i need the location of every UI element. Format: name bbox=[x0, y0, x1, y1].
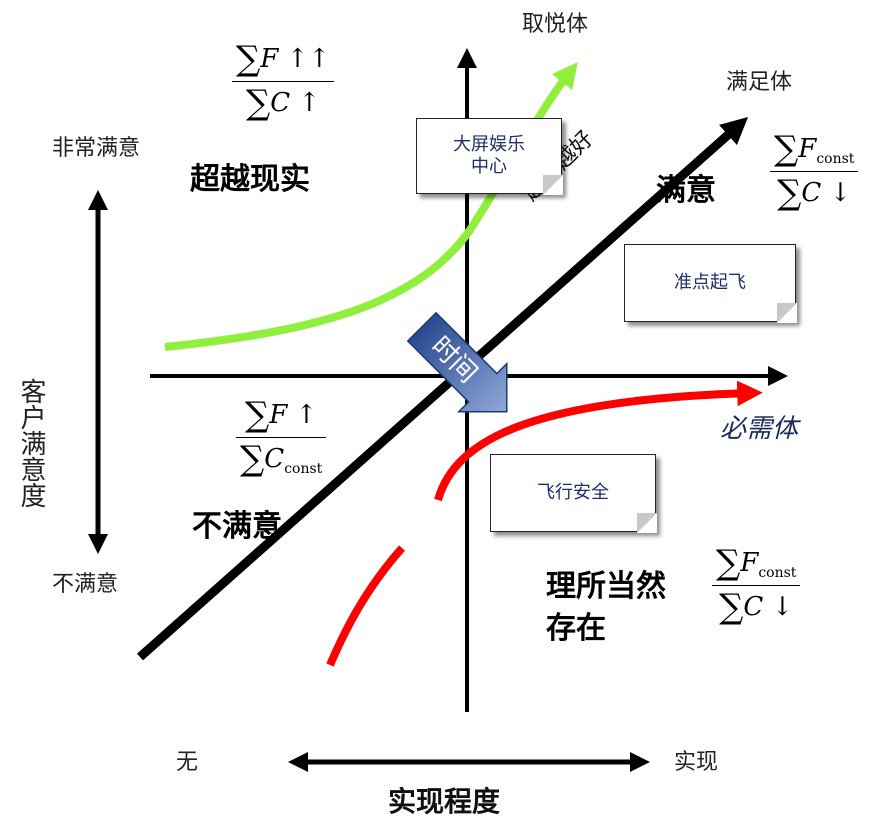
must-be-label: 必需体 bbox=[720, 414, 799, 444]
formula-center-denominator: ∑Cconst bbox=[240, 439, 323, 480]
x-right-label: 实现 bbox=[674, 750, 719, 775]
x-left-label: 无 bbox=[176, 750, 199, 775]
formula-performance-denominator: ∑C ↓ bbox=[777, 173, 852, 214]
formula-attractive-denominator: ∑C ↑ bbox=[245, 83, 321, 124]
note-on-time-text: 准点起飞 bbox=[674, 271, 746, 293]
x-axis-title: 实现程度 bbox=[388, 785, 501, 818]
taken-for-granted-line1: 理所当然 bbox=[546, 569, 666, 604]
taken-for-granted-line2: 存在 bbox=[546, 611, 606, 646]
note-entertainment: 大屏娱乐 中心 bbox=[416, 118, 563, 195]
must-be-curve-lower bbox=[326, 545, 406, 667]
performance-line bbox=[137, 117, 749, 661]
note-entertainment-line1: 大屏娱乐 bbox=[453, 133, 525, 155]
must-be-curve-upper bbox=[434, 380, 763, 502]
attractive-curve bbox=[164, 61, 578, 351]
note-safety: 飞行安全 bbox=[490, 454, 657, 533]
exceed-label: 超越现实 bbox=[190, 162, 310, 197]
formula-performance: ∑Fconst ∑C ↓ bbox=[770, 129, 859, 214]
formula-center: ∑F ↑ ∑Cconst bbox=[236, 395, 327, 480]
formula-performance-numerator: ∑Fconst bbox=[770, 129, 859, 173]
satisfied-label: 满意 bbox=[656, 173, 716, 208]
formula-attractive: ∑F ↑↑ ∑C ↑ bbox=[232, 39, 335, 124]
note-safety-text: 飞行安全 bbox=[537, 481, 609, 503]
y-bottom-label: 不满意 bbox=[52, 572, 119, 597]
formula-must-be: ∑Fconst ∑C ↓ bbox=[712, 543, 801, 628]
formula-attractive-numerator: ∑F ↑↑ bbox=[232, 39, 335, 83]
y-axis-title: 客户满意度 bbox=[16, 378, 46, 508]
formula-center-numerator: ∑F ↑ bbox=[236, 395, 327, 439]
formula-must-be-denominator: ∑C ↓ bbox=[719, 587, 794, 628]
note-on-time: 准点起飞 bbox=[624, 244, 797, 323]
performance-label: 满足体 bbox=[726, 70, 793, 95]
note-entertainment-line2: 中心 bbox=[471, 156, 507, 177]
dissatisfied-label: 不满意 bbox=[192, 509, 282, 544]
y-top-label: 非常满意 bbox=[52, 136, 141, 161]
formula-must-be-numerator: ∑Fconst bbox=[712, 543, 801, 587]
attractive-label: 取悦体 bbox=[522, 12, 589, 37]
